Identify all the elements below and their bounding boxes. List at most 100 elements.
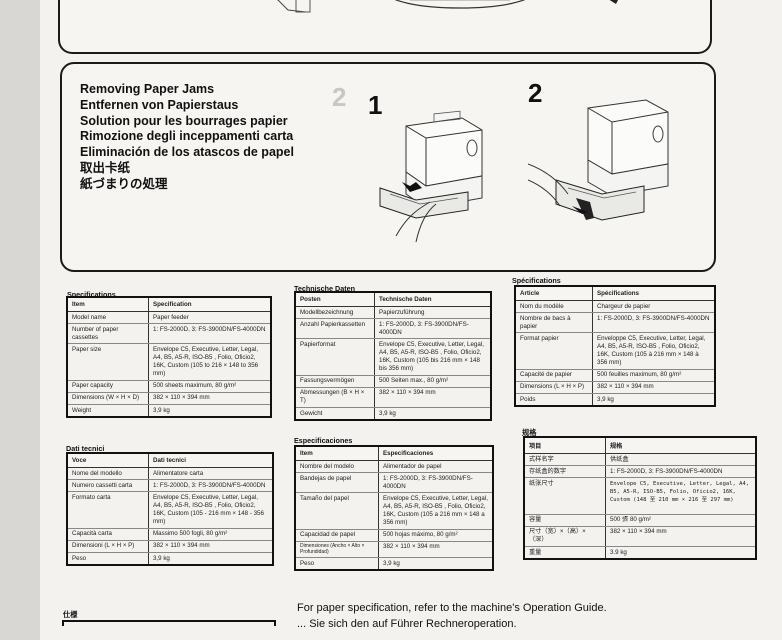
row-label: Anzahl Papierkassetten: [294, 318, 375, 340]
title-fr: Solution pour les bourrages papier: [80, 113, 288, 128]
spec-title-es: Especificaciones: [294, 436, 353, 445]
row-label: Formato carta: [66, 491, 149, 529]
row-label: Dimensions (L × H × P): [514, 381, 593, 394]
row-label: Dimensioni (L × H × P): [66, 540, 149, 553]
col-header: Posten: [294, 291, 375, 307]
col-header: Technische Daten: [374, 291, 492, 307]
row-label: Paper capacity: [66, 380, 149, 393]
row-label: Peso: [66, 552, 149, 566]
operation-guide-note: For paper specification, refer to the ma…: [297, 602, 607, 614]
row-value: 382 × 110 × 394 mm: [378, 541, 494, 558]
row-label: Dimensiones (Ancho × Alto × Profundidad): [294, 541, 379, 558]
col-header: 规格: [605, 436, 757, 454]
spec-title-en: Specifications: [67, 290, 116, 299]
row-label: Capacité de papier: [514, 369, 593, 382]
title-en: Removing Paper Jams: [80, 82, 215, 96]
col-header: Article: [514, 285, 593, 301]
col-header: Item: [66, 296, 149, 312]
row-label: Nome del modello: [66, 467, 149, 481]
row-label: Weight: [66, 404, 149, 418]
row-value: 500 feuilles maximum, 80 g/m²: [592, 369, 716, 382]
row-value: 3,9 kg: [592, 393, 716, 407]
col-header: Dati tecnici: [148, 452, 274, 468]
row-value: 供纸盒: [605, 453, 757, 467]
title-de: Entfernen von Papierstaus: [80, 97, 239, 112]
manual-page: 2 Removing Paper Jams Entfernen von Papi…: [40, 0, 782, 640]
row-value: 1: FS-2000D, 3: FS-3900DN/FS-4000DN: [378, 472, 494, 494]
row-value: Enveloppe C5, Executive, Letter, Legal, …: [592, 332, 716, 370]
operation-guide-note-de: ... Sie sich den auf Führer Rechneropera…: [297, 618, 517, 630]
title-zh: 取出卡纸: [80, 160, 131, 175]
row-label: Modellbezeichnung: [294, 306, 375, 320]
row-value: 382 × 110 × 394 mm: [592, 381, 716, 394]
row-value: Alimentador de papel: [378, 460, 494, 474]
step-2-number: 2: [528, 78, 543, 108]
row-value: 1: FS-2000D, 3: FS-3900DN/FS-4000DN: [605, 465, 757, 479]
row-label: Capacidad de papel: [294, 529, 379, 542]
row-value: 382 × 110 × 394 mm: [148, 392, 272, 405]
spec-title-ja: 仕様: [63, 610, 78, 619]
col-header: Especificaciones: [378, 445, 494, 461]
row-value: 1: FS-2000D, 3: FS-3900DN/FS-4000DN: [148, 479, 274, 493]
row-value: 3,9 kg: [374, 407, 492, 421]
title-es: Eliminación de los atascos de papel: [80, 145, 294, 160]
row-label: Numero cassetti carta: [66, 479, 149, 493]
row-value: 500 hojas máximo, 80 g/m²: [378, 529, 494, 542]
row-value: Chargeur de papier: [592, 300, 716, 314]
row-value: Massimo 500 fogli, 80 g/m²: [148, 528, 274, 541]
row-label: Paper size: [66, 343, 149, 381]
top-illustration-panel: [58, 0, 712, 54]
col-header: Spécifications: [592, 285, 716, 301]
step-1-number: 1: [368, 90, 383, 120]
col-header: Specification: [148, 296, 272, 312]
row-label: Dimensions (W × H × D): [66, 392, 149, 405]
row-value: 382 × 110 × 394 mm: [605, 526, 757, 547]
row-label: Model name: [66, 311, 149, 325]
spec-title-zh: 规格: [522, 428, 537, 437]
col-header: Item: [294, 445, 379, 461]
row-label: Format papier: [514, 332, 593, 370]
row-label: Nombre de bacs à papier: [514, 312, 593, 334]
row-value: 3,9 kg: [148, 404, 272, 418]
row-value: 3,9 kg: [148, 552, 274, 566]
step-2-printer-illustration: [528, 99, 669, 221]
row-value: 1: FS-2000D, 3: FS-3900DN/FS-4000DN: [374, 318, 492, 340]
spec-title-it: Dati tecnici: [66, 444, 105, 453]
row-value: 500 sheets maximum, 80 g/m²: [148, 380, 272, 393]
spec-title-de: Technische Daten: [294, 284, 355, 293]
row-label: 纸张尺寸: [523, 477, 606, 515]
row-label: Gewicht: [294, 407, 375, 421]
row-label: Nom du modèle: [514, 300, 593, 314]
row-label: Fassungsvermögen: [294, 375, 375, 388]
row-label: Peso: [294, 557, 379, 571]
row-label: Poids: [514, 393, 593, 407]
row-value: Envelope C5, Executive, Letter, Legal, A…: [148, 491, 274, 529]
title-it: Rimozione degli inceppamenti carta: [80, 129, 294, 144]
row-value: Paper feeder: [148, 311, 272, 325]
row-label: Papierformat: [294, 338, 375, 376]
row-value: 500 Seiten max., 80 g/m²: [374, 375, 492, 388]
row-value: Alimentatore carta: [148, 467, 274, 481]
spec-title-fr: Spécifications: [512, 276, 561, 285]
row-value: 1: FS-2000D, 3: FS-3900DN/FS-4000DN: [148, 323, 272, 345]
row-label: Abmessungen (B × H × T): [294, 387, 375, 408]
row-label: 重量: [523, 546, 606, 560]
row-label: Tamaño del papel: [294, 492, 379, 530]
row-label: 存纸盒的数字: [523, 465, 606, 479]
row-value: 500 張 80 g/m²: [605, 514, 757, 527]
row-value: Envelope C5, Executive, Letter, Legal, A…: [605, 477, 757, 515]
row-label: Capacità carta: [66, 528, 149, 541]
step-1-printer-illustration: [379, 110, 483, 243]
row-value: Envelope C5, Executive, Letter, Legal, A…: [374, 338, 492, 376]
row-label: 尺寸（宽）×（高）×（深）: [523, 526, 606, 547]
row-value: 382 × 110 × 394 mm: [148, 540, 274, 553]
row-value: 382 × 110 × 394 mm: [374, 387, 492, 408]
row-value: Papierzuführung: [374, 306, 492, 320]
row-value: 3.9 kg: [605, 546, 757, 560]
row-value: 1: FS-2000D, 3: FS-3900DN/FS-4000DN: [592, 312, 716, 334]
